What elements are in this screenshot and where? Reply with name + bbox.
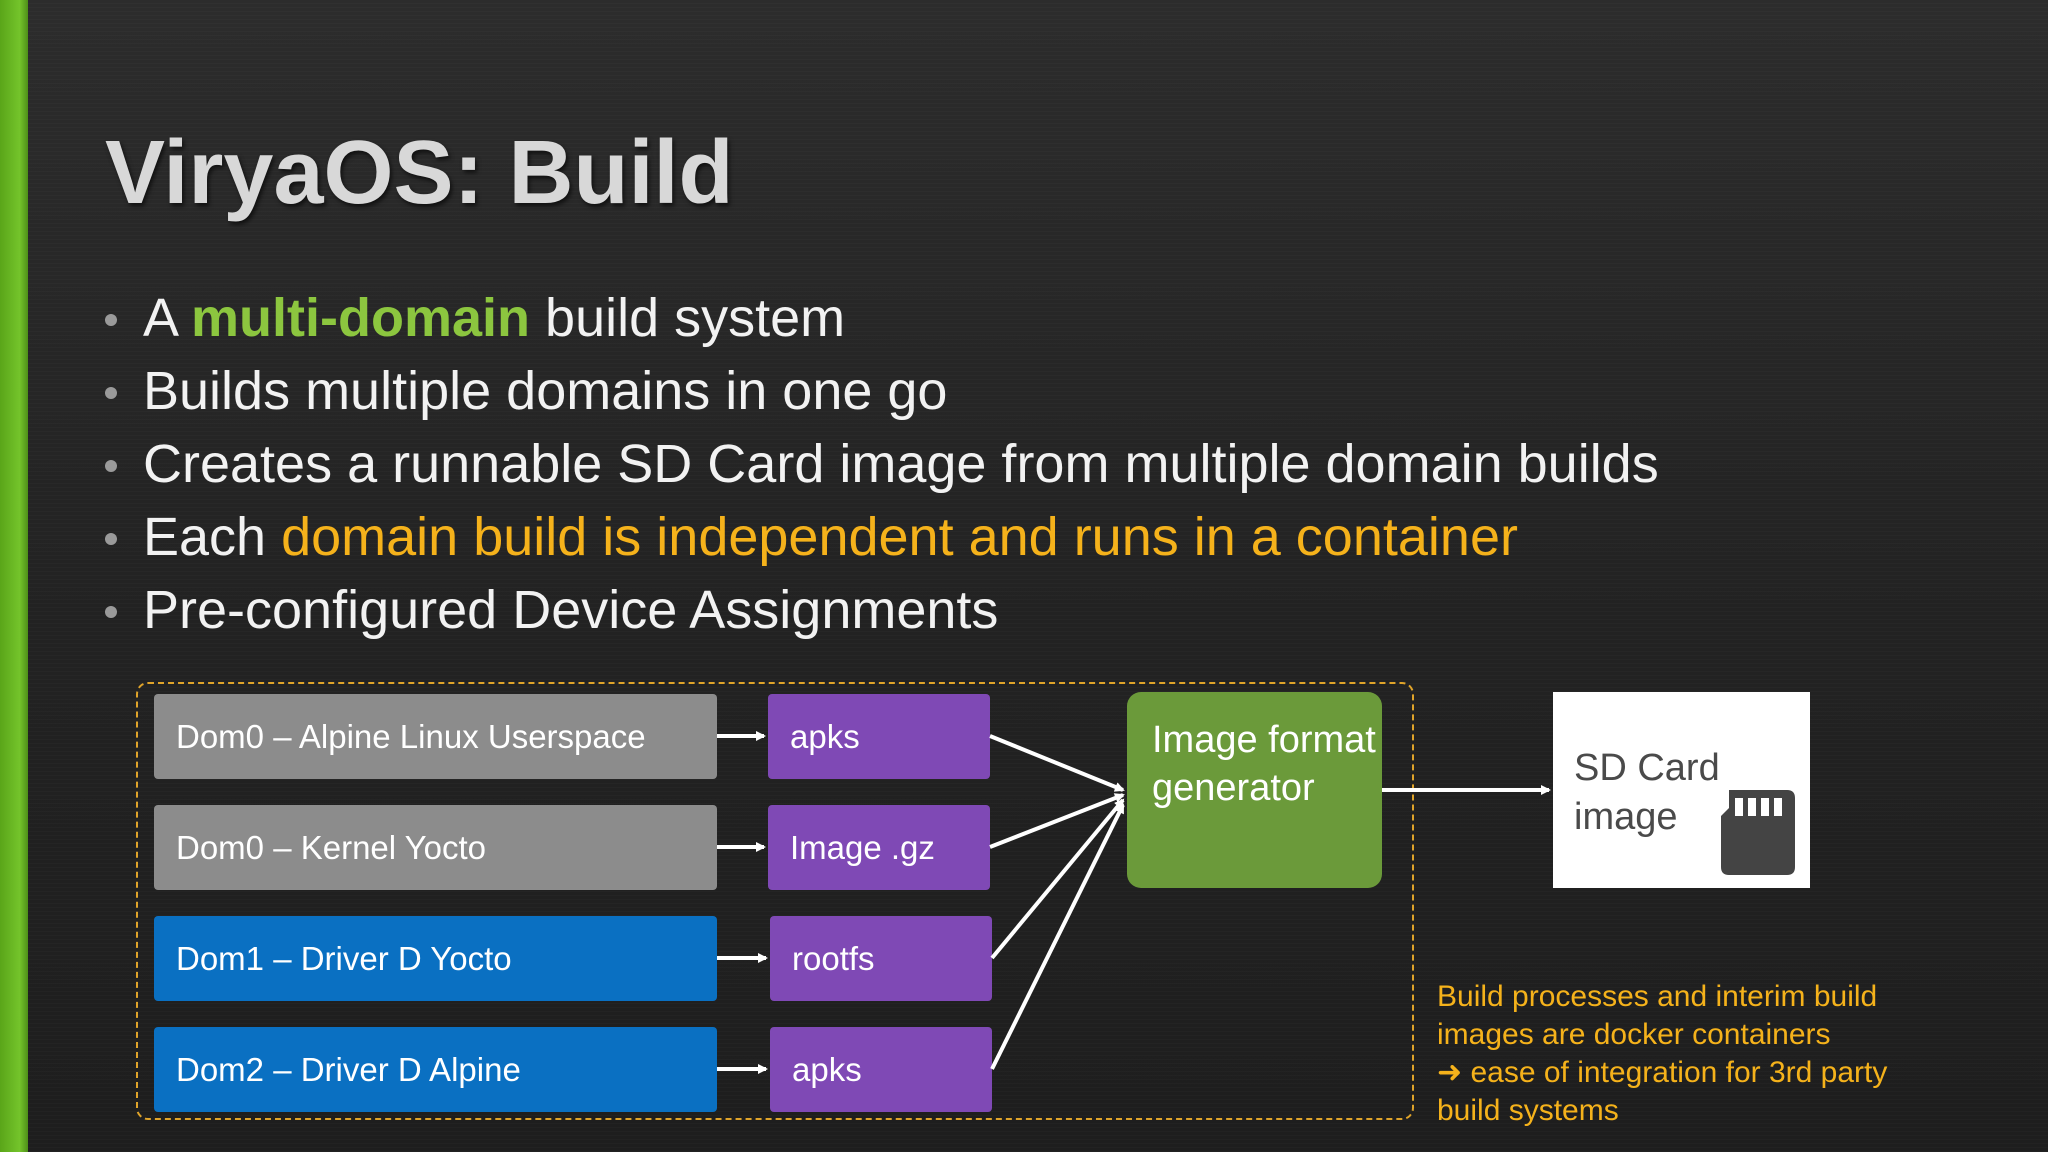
domain-box-dom0-kernel: Dom0 – Kernel Yocto	[154, 805, 717, 890]
bullet-item: Each domain build is independent and run…	[105, 501, 1659, 574]
bullet-dot	[105, 460, 117, 472]
artifact-box-rootfs: rootfs	[770, 916, 992, 1001]
note-line: ➜ ease of integration for 3rd party	[1437, 1056, 1888, 1089]
bullet-text: Each	[143, 507, 282, 567]
bullet-dot	[105, 387, 117, 399]
artifact-box-image-gz: Image .gz	[768, 805, 990, 890]
docker-note: Build processes and interim build images…	[1437, 978, 1887, 1130]
container-boundary	[136, 682, 1414, 1120]
highlight-container: domain build is independent and runs in …	[281, 507, 1518, 567]
bullet-item: Creates a runnable SD Card image from mu…	[105, 428, 1659, 501]
sd-card-image-box: SD Card image	[1553, 692, 1810, 888]
accent-bar	[0, 0, 28, 1152]
note-line: build systems	[1437, 1094, 1619, 1127]
bullet-item: Pre-configured Device Assignments	[105, 574, 1659, 647]
image-format-generator: Image format generator	[1127, 692, 1382, 888]
slide-title: ViryaOS: Build	[105, 123, 734, 223]
bullet-item: A multi-domain build system	[105, 282, 1659, 355]
bullet-dot	[105, 606, 117, 618]
bullet-text: Creates a runnable SD Card image from mu…	[143, 434, 1659, 494]
highlight-multi-domain: multi-domain	[191, 288, 531, 348]
artifact-box-apks: apks	[768, 694, 990, 779]
note-line: images are docker containers	[1437, 1018, 1831, 1051]
artifact-box-apks-2: apks	[770, 1027, 992, 1112]
domain-box-dom1: Dom1 – Driver D Yocto	[154, 916, 717, 1001]
bullet-list: A multi-domain build system Builds multi…	[105, 282, 1659, 647]
sd-card-label: SD Card image	[1574, 747, 1720, 838]
bullet-text: build system	[530, 288, 846, 348]
sd-card-icon	[1721, 790, 1795, 875]
bullet-text: A	[143, 288, 192, 348]
bullet-dot	[105, 314, 117, 326]
bullet-text: Pre-configured Device Assignments	[143, 580, 999, 640]
domain-box-dom0-alpine: Dom0 – Alpine Linux Userspace	[154, 694, 717, 779]
note-line: Build processes and interim build	[1437, 980, 1878, 1013]
domain-box-dom2: Dom2 – Driver D Alpine	[154, 1027, 717, 1112]
bullet-item: Builds multiple domains in one go	[105, 355, 1659, 428]
bullet-text: Builds multiple domains in one go	[143, 361, 948, 421]
bullet-dot	[105, 533, 117, 545]
